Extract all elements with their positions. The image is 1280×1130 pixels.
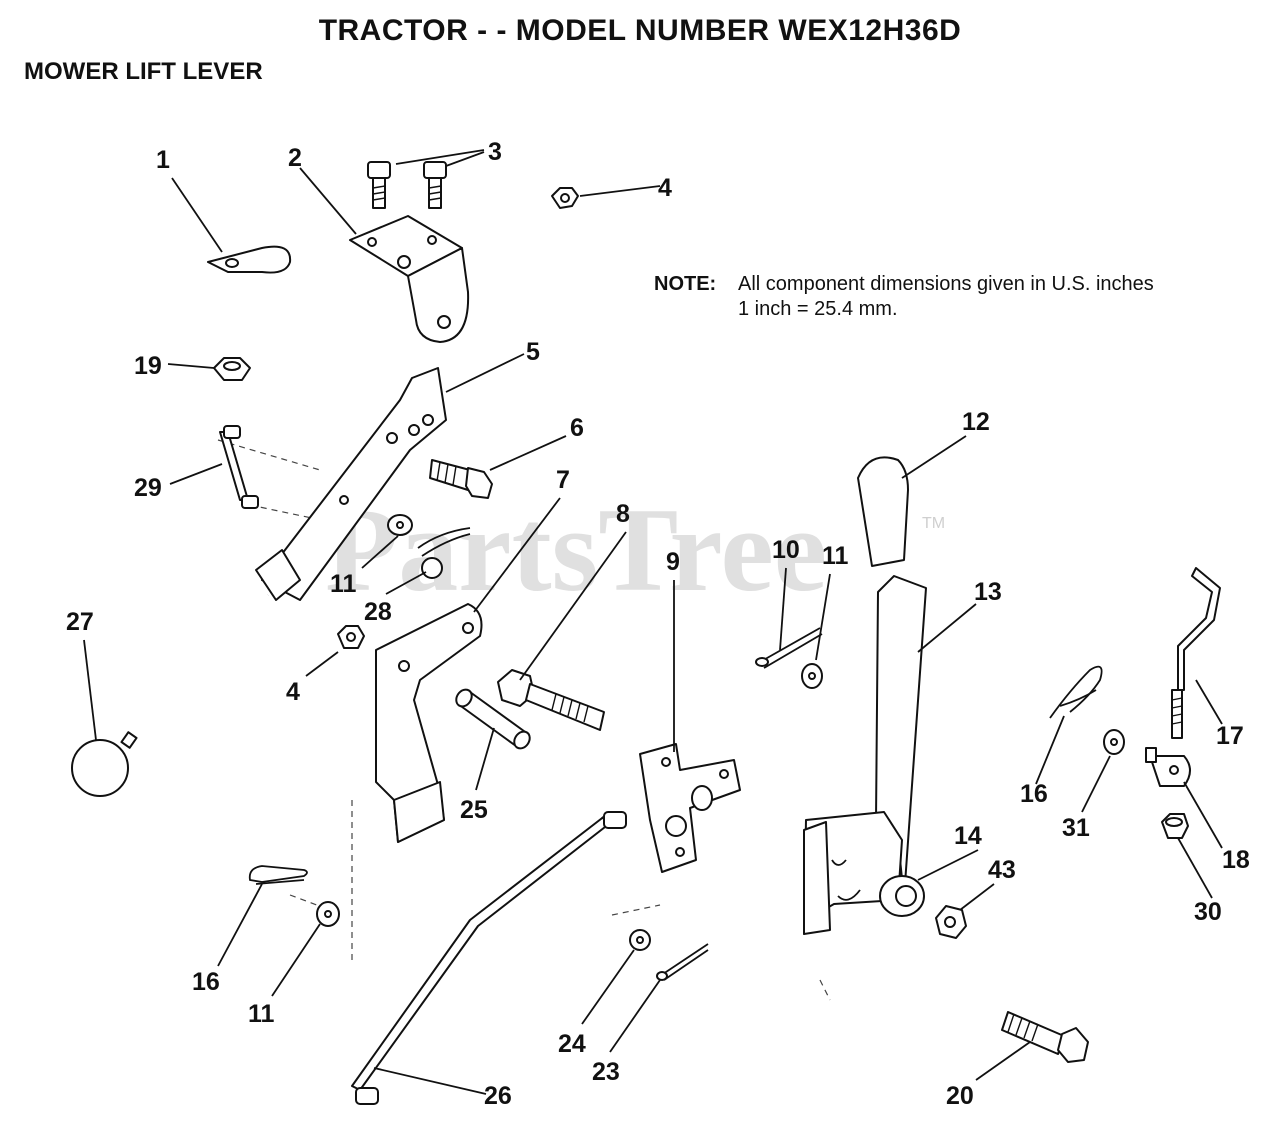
part-14-bushing: [879, 875, 925, 917]
part-4-nut-lower: [337, 625, 365, 649]
callout-13: 13: [974, 578, 1002, 606]
part-30-nut: [1161, 813, 1189, 839]
callout-11-mid: 11: [822, 542, 849, 570]
leader-lines: [83, 149, 1223, 1095]
callout-29: 29: [134, 474, 162, 502]
callout-25: 25: [460, 796, 488, 824]
part-17-rod: [1171, 567, 1221, 739]
callout-26: 26: [484, 1082, 512, 1110]
part-29-link: [219, 425, 259, 509]
callout-30: 30: [1194, 898, 1222, 926]
callout-27: 27: [66, 608, 94, 636]
dimension-note: NOTE: All component dimensions given in U…: [654, 272, 1154, 322]
callout-43: 43: [988, 856, 1016, 884]
callout-10: 10: [772, 536, 800, 564]
part-5-lift-arm: [255, 367, 447, 601]
part-28-pin: [417, 527, 471, 579]
callout-23: 23: [592, 1058, 620, 1086]
part-8-bolt: [497, 669, 605, 731]
part-16-hairpin-left: [248, 865, 308, 885]
callout-18: 18: [1222, 846, 1250, 874]
note-label: NOTE:: [654, 273, 717, 295]
part-11-washer-upper: [387, 514, 413, 536]
callout-20: 20: [946, 1082, 974, 1110]
callout-17: 17: [1216, 722, 1244, 750]
callout-16-right: 16: [1020, 780, 1048, 808]
callout-4-top: 4: [658, 174, 672, 202]
part-11-washer-mid: [801, 663, 823, 689]
part-16-hairpin-right: [1049, 665, 1103, 719]
callout-6: 6: [570, 414, 584, 442]
callout-14: 14: [954, 822, 982, 850]
callout-1: 1: [156, 146, 170, 174]
part-11-washer-lower: [316, 901, 340, 927]
part-19-nut: [213, 357, 251, 381]
part-13-lever: [803, 575, 927, 935]
callout-9: 9: [666, 548, 680, 576]
callout-8: 8: [616, 500, 630, 528]
page-title: TRACTOR - - MODEL NUMBER WEX12H36D: [318, 14, 962, 47]
callout-5: 5: [526, 338, 540, 366]
callout-19: 19: [134, 352, 162, 380]
watermark-tm: TM: [922, 515, 945, 532]
callout-2: 2: [288, 144, 302, 172]
callout-12: 12: [962, 408, 990, 436]
callout-28: 28: [364, 598, 392, 626]
part-26-link-rod: [351, 811, 627, 1105]
part-20-bolt: [1001, 1011, 1089, 1063]
callout-7: 7: [556, 466, 570, 494]
callout-3: 3: [488, 138, 502, 166]
note-line-2: 1 inch = 25.4 mm.: [738, 298, 898, 320]
callout-31: 31: [1062, 814, 1090, 842]
callout-24: 24: [558, 1030, 586, 1058]
part-12-grip: [857, 456, 909, 567]
callout-11-upper: 11: [330, 570, 357, 598]
callout-11-lower: 11: [248, 1000, 275, 1028]
part-6-bolt: [429, 459, 493, 499]
part-24-washer: [629, 929, 651, 951]
part-9-pivot: [639, 743, 741, 873]
part-27-knob: [71, 593, 270, 797]
part-18-trunnion: [1145, 747, 1191, 787]
diagram-subtitle: MOWER LIFT LEVER: [24, 58, 263, 85]
callout-4-lower: 4: [286, 678, 300, 706]
part-3-bolts: [367, 161, 447, 209]
watermark: PartsTree: [325, 483, 827, 616]
part-1-clip: [207, 245, 292, 274]
callout-16-left: 16: [192, 968, 220, 996]
note-line-1: All component dimensions given in U.S. i…: [738, 273, 1154, 295]
part-7-plate: [375, 603, 483, 843]
part-31-washer: [1103, 729, 1125, 755]
part-4-nut-top: [551, 187, 579, 209]
part-2-bracket: [349, 215, 470, 343]
part-10-cotter: [755, 627, 823, 669]
part-23-cotter: [656, 943, 709, 981]
part-25-spacer: [455, 688, 531, 750]
part-43-nut: [935, 905, 967, 939]
